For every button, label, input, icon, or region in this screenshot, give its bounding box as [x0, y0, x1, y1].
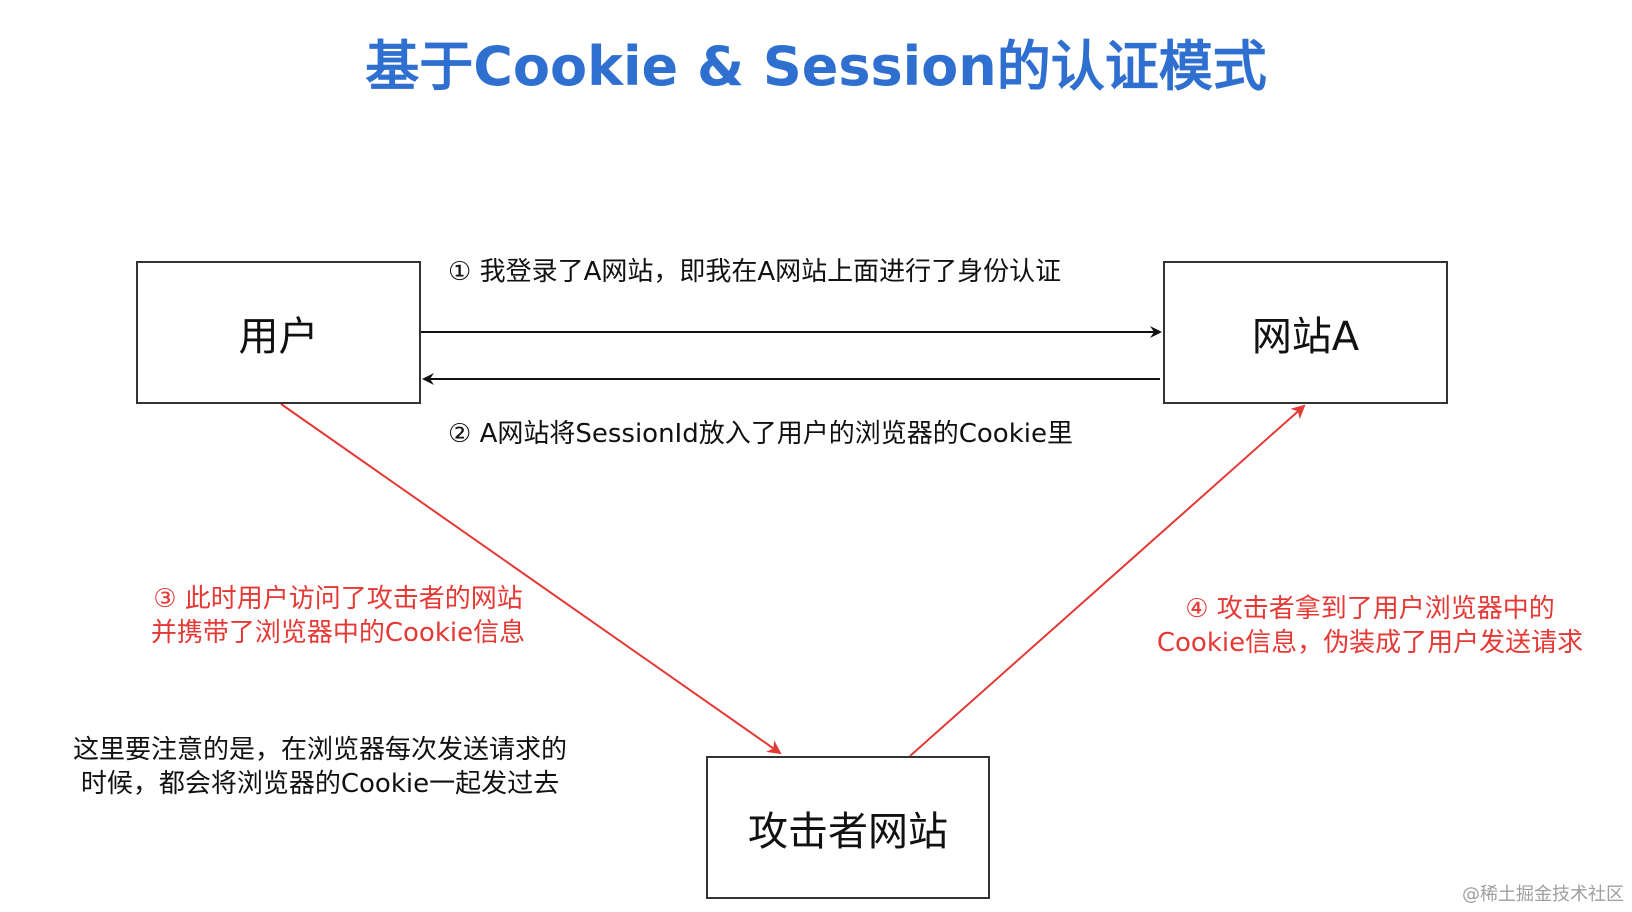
node-site-a: 网站A — [1163, 261, 1448, 404]
step2-label: ② A网站将SessionId放入了用户的浏览器的Cookie里 — [448, 419, 1073, 449]
step4-label: ④ 攻击者拿到了用户浏览器中的 Cookie信息，伪装成了用户发送请求 — [1130, 592, 1610, 660]
node-attacker-site: 攻击者网站 — [706, 756, 990, 899]
node-attacker-label: 攻击者网站 — [748, 808, 948, 855]
step4-line1: ④ 攻击者拿到了用户浏览器中的 — [1185, 594, 1555, 624]
diagram-title: 基于Cookie & Session的认证模式 — [365, 35, 1267, 98]
node-user: 用户 — [136, 261, 421, 404]
note-text: 这里要注意的是，在浏览器每次发送请求的 时候，都会将浏览器的Cookie一起发过… — [40, 733, 600, 801]
step3-label: ③ 此时用户访问了攻击者的网站 并携带了浏览器中的Cookie信息 — [108, 582, 568, 650]
step4-line2: Cookie信息，伪装成了用户发送请求 — [1156, 628, 1584, 658]
node-site-a-label: 网站A — [1251, 313, 1360, 360]
node-user-label: 用户 — [238, 313, 319, 360]
arrow-attacker-to-site-a — [909, 404, 1306, 757]
step3-line1: ③ 此时用户访问了攻击者的网站 — [153, 584, 523, 614]
step3-line2: 并携带了浏览器中的Cookie信息 — [150, 618, 526, 648]
arrow-user-to-attacker — [280, 403, 782, 755]
note-line1: 这里要注意的是，在浏览器每次发送请求的 — [72, 735, 567, 765]
watermark: @稀土掘金技术社区 — [1462, 884, 1624, 905]
note-line2: 时候，都会将浏览器的Cookie一起发过去 — [80, 769, 560, 799]
step1-label: ① 我登录了A网站，即我在A网站上面进行了身份认证 — [448, 257, 1062, 287]
